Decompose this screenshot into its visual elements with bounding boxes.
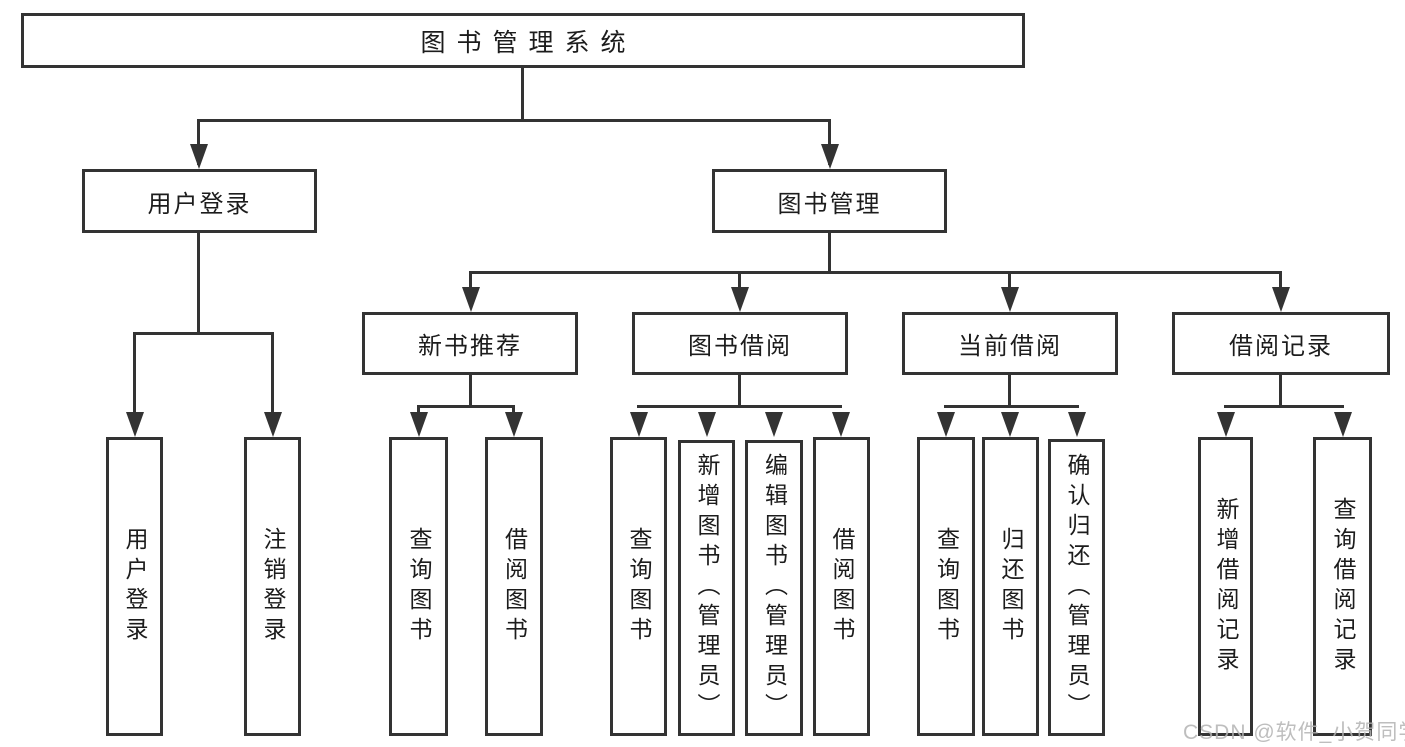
arrow-down-icon xyxy=(1001,412,1019,437)
node-label: 查询图书 xyxy=(933,526,960,647)
leaf-borrow-books-2: 借阅图书 xyxy=(813,437,870,736)
node-label: 借阅记录 xyxy=(1229,333,1333,360)
arrow-down-icon xyxy=(1068,412,1086,437)
node-label: 新增借阅记录 xyxy=(1213,496,1239,677)
connector-line xyxy=(1008,271,1011,289)
node-book-borrow: 图书借阅 xyxy=(632,312,848,375)
connector-line xyxy=(197,233,200,335)
node-label: 借阅图书 xyxy=(501,526,528,647)
node-current-borrow: 当前借阅 xyxy=(902,312,1118,375)
arrow-down-icon xyxy=(1271,287,1290,312)
arrow-down-icon xyxy=(730,287,749,312)
node-label: 新书推荐 xyxy=(418,333,522,360)
node-label: 用户登录 xyxy=(147,190,252,218)
node-label: 用户登录 xyxy=(122,526,148,647)
node-user-login: 用户登录 xyxy=(82,169,317,233)
connector-line xyxy=(133,332,274,335)
leaf-query-borrow-record: 查询借阅记录 xyxy=(1313,437,1372,736)
leaf-add-borrow-record: 新增借阅记录 xyxy=(1198,437,1253,736)
arrow-down-icon xyxy=(1000,287,1019,312)
arrow-down-icon xyxy=(125,412,144,437)
connector-line xyxy=(1008,375,1011,408)
leaf-borrow-books: 借阅图书 xyxy=(485,437,543,736)
leaf-query-books-3: 查询图书 xyxy=(917,437,975,736)
node-label: 借阅图书 xyxy=(829,526,855,647)
arrow-down-icon xyxy=(832,412,850,437)
node-label: 注销登录 xyxy=(260,526,286,647)
arrow-down-icon xyxy=(697,412,716,437)
connector-line xyxy=(417,405,515,408)
connector-line xyxy=(1279,271,1282,289)
arrow-down-icon xyxy=(629,412,648,437)
node-borrow-record: 借阅记录 xyxy=(1172,312,1390,375)
connector-line xyxy=(469,271,1282,274)
node-label: 图书管理 xyxy=(777,190,882,218)
node-label: 归还图书 xyxy=(998,526,1024,647)
connector-line xyxy=(521,68,524,121)
node-label: 当前借阅 xyxy=(958,333,1062,360)
node-label: 查询图书 xyxy=(406,526,432,647)
arrow-down-icon xyxy=(1334,412,1352,437)
connector-line xyxy=(738,271,741,289)
node-label: 查询图书 xyxy=(626,526,652,647)
connector-line xyxy=(469,271,472,289)
node-label: 确认归还（管理员） xyxy=(1064,452,1090,723)
connector-line xyxy=(637,405,842,408)
node-label: 新增图书（管理员） xyxy=(694,453,720,723)
arrow-down-icon xyxy=(189,144,208,169)
leaf-confirm-return-admin: 确认归还（管理员） xyxy=(1048,439,1105,736)
arrow-down-icon xyxy=(263,412,282,437)
node-label: 图书管理系统 xyxy=(420,28,637,57)
arrow-down-icon xyxy=(504,412,523,437)
connector-line xyxy=(133,332,136,412)
connector-line xyxy=(1224,405,1344,408)
connector-line xyxy=(1279,375,1282,408)
leaf-user-login: 用户登录 xyxy=(106,437,163,736)
arrow-down-icon xyxy=(820,144,839,169)
arrow-down-icon xyxy=(765,412,783,437)
node-label: 编辑图书（管理员） xyxy=(761,453,788,723)
connector-line xyxy=(828,233,831,274)
connector-line xyxy=(271,332,274,412)
node-library-management-system: 图书管理系统 xyxy=(21,13,1025,68)
arrow-down-icon xyxy=(409,412,428,437)
connector-line xyxy=(512,405,515,413)
leaf-logout-login: 注销登录 xyxy=(244,437,301,736)
leaf-edit-books-admin: 编辑图书（管理员） xyxy=(745,440,803,736)
connector-line xyxy=(417,405,420,413)
csdn-watermark: CSDN @软件_小贺同学 xyxy=(1183,721,1405,744)
arrow-down-icon xyxy=(1217,412,1235,437)
node-label: 图书借阅 xyxy=(688,333,792,360)
node-new-book-recommend: 新书推荐 xyxy=(362,312,578,375)
leaf-add-books-admin: 新增图书（管理员） xyxy=(678,440,735,736)
leaf-query-books: 查询图书 xyxy=(389,437,448,736)
leaf-query-books-2: 查询图书 xyxy=(610,437,667,736)
node-label: 查询借阅记录 xyxy=(1330,496,1356,677)
connector-line xyxy=(197,119,200,165)
arrow-down-icon xyxy=(461,287,480,312)
connector-line xyxy=(944,405,1079,408)
connector-line xyxy=(469,375,472,408)
leaf-return-books: 归还图书 xyxy=(982,437,1039,736)
connector-line xyxy=(197,119,831,122)
node-book-management: 图书管理 xyxy=(712,169,947,233)
arrow-down-icon xyxy=(937,412,955,437)
connector-line xyxy=(828,119,831,165)
connector-line xyxy=(738,375,741,408)
